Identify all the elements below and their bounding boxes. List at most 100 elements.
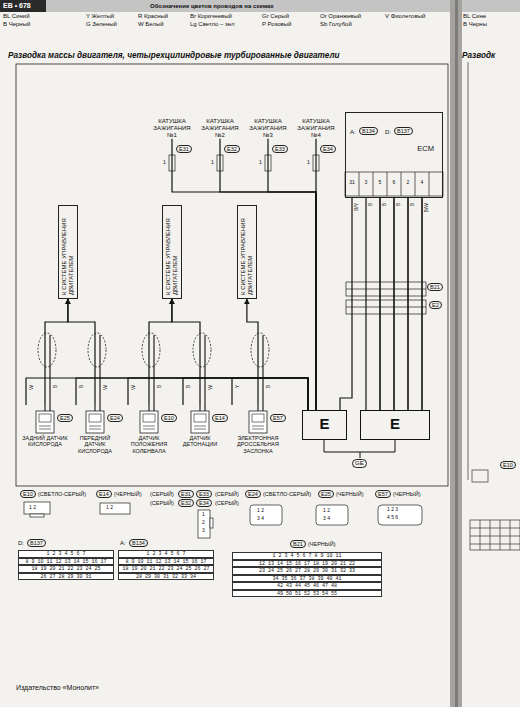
label: 4 5 6 (387, 515, 398, 521)
ignition-coil: КАТУШКА ЗАЖИГАНИЯ №2 (198, 118, 242, 139)
book-spine (455, 0, 458, 707)
label: E33 (272, 145, 288, 153)
frame (16, 64, 448, 486)
label: E10 (500, 461, 516, 469)
label: (ЧЕРНЫЙ) (308, 541, 335, 547)
label: B (396, 203, 402, 206)
ignition-coil: КАТУШКА ЗАЖИГАНИЯ №3 (246, 118, 290, 139)
label: 23 24 25 26 27 28 29 30 31 32 33 (232, 567, 382, 575)
wire (340, 198, 352, 410)
ecm-pin-row (359, 172, 429, 196)
label: E32 (178, 499, 194, 507)
sensor-plug (143, 414, 155, 422)
label: W (103, 385, 109, 390)
node-label: КАТУШКА ЗАЖИГАНИЯ №1 (150, 118, 194, 139)
label: (СЕРЫЙ) (215, 491, 239, 497)
ground-terminal: E (302, 410, 347, 440)
sensor-detail (252, 426, 264, 429)
signal-box: К СИСТЕМЕ УПРАВЛЕНИЯ ДВИГАТЕЛЕМ (237, 205, 257, 299)
node-label: ЗАДНИЙ ДАТЧИК КИСЛОРОДА (22, 435, 68, 448)
label: (СЕРЫЙ) (150, 500, 174, 506)
shield (38, 333, 56, 367)
header-bar (0, 0, 520, 12)
label: 1 2 (106, 505, 113, 511)
node-label: К СИСТЕМЕ УПРАВЛЕНИЯ ДВИГАТЕЛЕМ (61, 209, 75, 295)
label: (СЕРЫЙ) (150, 491, 174, 497)
label: E14 (212, 414, 228, 422)
signal-wire (50, 335, 263, 405)
label: (СВЕТЛО-СЕРЫЙ) (263, 491, 311, 497)
label: B137 (27, 539, 46, 547)
label: 34 35 36 37 38 39 40 41 (232, 575, 382, 583)
wire (76, 378, 308, 410)
label: Издательство «Монолит» (16, 684, 99, 692)
sensor: ЗАДНИЙ ДАТЧИК КИСЛОРОДА (22, 405, 68, 448)
legend-entry: V Фиолетовый (385, 13, 425, 20)
sensor-body (36, 411, 54, 433)
label: 49 50 51 52 53 54 55 (232, 590, 382, 598)
sensor: ЭЛЕКТРОННАЯ ДРОССЕЛЬНАЯ ЗАСЛОНКА (228, 405, 288, 454)
label: E2 (429, 301, 442, 309)
ecm-ground-wire (380, 198, 422, 410)
label: B21 (427, 283, 443, 291)
label: B (382, 203, 388, 206)
label: 1 2 3 4 5 6 7 (18, 550, 114, 558)
ignition-coil: КАТУШКА ЗАЖИГАНИЯ №1 (150, 118, 194, 139)
label: 12 13 14 15 16 17 18 19 20 21 22 (232, 560, 382, 568)
legend-entry: BL Синий (3, 13, 29, 20)
label: 3 (202, 528, 205, 534)
label: W (29, 385, 35, 390)
node-label: ДАТЧИК ДЕТОНАЦИИ (179, 435, 221, 448)
connector-outline (24, 502, 50, 514)
sensor-plug (89, 414, 101, 422)
label: D: (18, 540, 24, 547)
label: B (410, 203, 416, 206)
sensor-body (86, 411, 104, 433)
ignition-coil: КАТУШКА ЗАЖИГАНИЯ №4 (294, 118, 338, 139)
legend-entry: Br Коричневый (190, 13, 232, 20)
connector-outline (24, 502, 422, 538)
connector-outline (378, 505, 422, 525)
ecm-pin-row (345, 172, 443, 196)
label: D: (385, 129, 391, 136)
label: E24 (245, 490, 261, 498)
label: 26 27 28 29 30 31 (18, 573, 114, 581)
label: 1 2 3 (387, 507, 398, 513)
right-page-fragment (472, 470, 488, 482)
sensor-pin (45, 405, 50, 411)
label: 2 (202, 520, 205, 526)
legend-entry: Y Желтый (86, 13, 114, 20)
right-page-fragment (470, 520, 520, 550)
shield (251, 333, 269, 367)
node-label: КАТУШКА ЗАЖИГАНИЯ №4 (294, 118, 338, 139)
label: 3 (365, 180, 368, 186)
label: Обозначение цветов проводов на схемах (150, 3, 274, 10)
label: 31 (349, 180, 355, 186)
sensor-pin (258, 405, 263, 411)
ecm-pin-row (345, 172, 443, 196)
label: W (131, 385, 137, 390)
label: 1 2 3 4 5 6 7 8 9 10 11 (232, 552, 382, 560)
label: EB • 678 (3, 2, 31, 10)
wire (220, 139, 316, 410)
label: 1 (202, 512, 205, 518)
label: 8 9 10 11 12 13 14 15 16 17 (18, 558, 114, 566)
label: B/W (424, 203, 430, 212)
signal-wire (50, 335, 263, 405)
label: 18 19 20 21 22 23 24 25 26 27 (118, 565, 214, 573)
label: 28 29 30 31 32 33 34 (118, 573, 214, 581)
sensor: ПЕРЕДНИЙ ДАТЧИК КИСЛОРОДА (72, 405, 118, 454)
legend-entry: W Белый (138, 21, 164, 28)
wire (247, 299, 258, 405)
label: E10 (20, 490, 36, 498)
right-page-fragment (468, 62, 469, 480)
label: 5 (379, 180, 382, 186)
label: B (79, 385, 85, 388)
node-label: КАТУШКА ЗАЖИГАНИЯ №2 (198, 118, 242, 139)
label: 1 2 (257, 508, 264, 514)
label: (ЧЕРНЫЙ) (336, 491, 363, 497)
legend-entry: P Розовый (262, 21, 291, 28)
label: GE (352, 459, 367, 468)
right-page-fragment (470, 520, 520, 550)
label: B Черны (463, 21, 487, 28)
